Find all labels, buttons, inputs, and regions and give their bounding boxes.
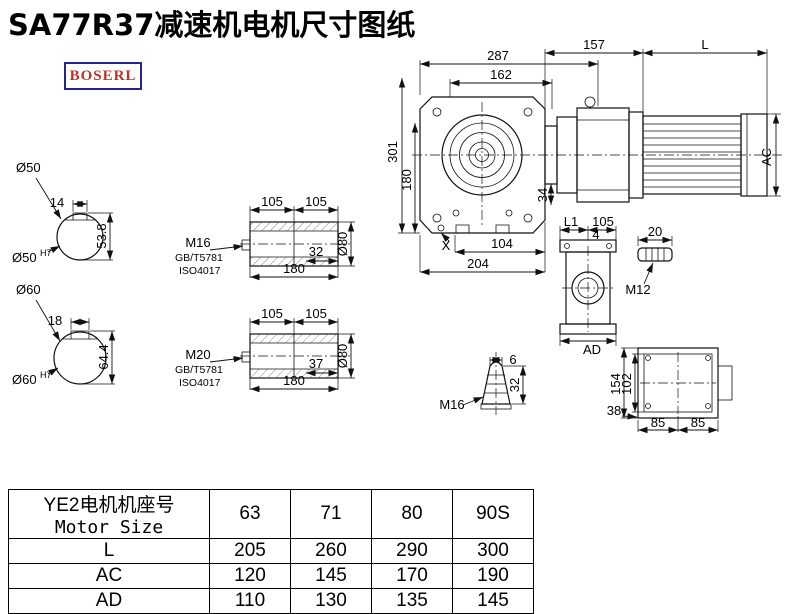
- dim-102: 102: [619, 373, 634, 395]
- cell-AD-90s: 145: [452, 588, 534, 614]
- dim-105-d: 105: [305, 306, 327, 321]
- table-row-AD: AD 110 130 135 145: [8, 588, 534, 614]
- cell-AC-80: 170: [371, 563, 453, 589]
- dim-105-b: 105: [305, 194, 327, 209]
- dim-L: L: [701, 37, 708, 52]
- row-label-AD: AD: [8, 588, 210, 614]
- motor-fins: [643, 123, 741, 188]
- cell-AD-63: 110: [209, 588, 291, 614]
- dim-180-b: 180: [283, 373, 305, 388]
- table-col-63: 63: [209, 489, 291, 539]
- dim-85-a: 85: [651, 415, 665, 430]
- gearbox-side-view: L1 105 4 AD: [559, 214, 617, 357]
- dim-157: 157: [583, 37, 605, 52]
- label-bore-50: Ø50: [12, 250, 37, 265]
- shaft-end-view-60: 18 64.4 Ø60 Ø60 H7: [12, 282, 116, 387]
- dim-32: 32: [309, 244, 323, 259]
- dim-4: 4: [592, 227, 599, 242]
- dim-38: 38: [607, 403, 621, 418]
- cell-AC-63: 120: [209, 563, 291, 589]
- dim-53-8: 53.8: [94, 223, 109, 248]
- dim-6: 6: [509, 352, 516, 367]
- dim-204: 204: [467, 256, 489, 271]
- table-header-motor-size: YE2电机机座号 Motor Size: [8, 489, 210, 539]
- dim-287: 287: [487, 48, 509, 63]
- table-header-cn: YE2电机机座号: [43, 495, 175, 516]
- label-std-iso-2: ISO4017: [179, 377, 221, 389]
- technical-drawing: 287 162 157 L 301 180 AC 34 X 104 204: [12, 37, 782, 434]
- dim-301: 301: [385, 141, 400, 163]
- row-label-L: L: [8, 538, 210, 564]
- gearbox-front-view: [412, 96, 782, 234]
- dim-64-4: 64.4: [96, 344, 111, 369]
- table-col-80: 80: [371, 489, 453, 539]
- label-bore-60-tol: H7: [40, 370, 52, 380]
- motor-size-table: YE2电机机座号 Motor Size 63 71 80 90S L 205 2…: [8, 489, 534, 614]
- label-thread-m12: M12: [625, 282, 650, 297]
- dim-34: 34: [535, 188, 550, 202]
- dim-180-a: 180: [283, 261, 305, 276]
- cell-L-90s: 300: [452, 538, 534, 564]
- label-bore-60: Ø60: [12, 372, 37, 387]
- dim-20: 20: [648, 224, 662, 239]
- dim-key-18: 18: [48, 313, 62, 328]
- table-header-en: Motor Size: [54, 517, 164, 538]
- cell-L-80: 290: [371, 538, 453, 564]
- plug-view: 6 32 M16: [439, 352, 527, 415]
- cell-AD-80: 135: [371, 588, 453, 614]
- dim-104: 104: [491, 236, 513, 251]
- cell-AD-71: 130: [290, 588, 372, 614]
- cell-L-63: 205: [209, 538, 291, 564]
- label-thread-m16-plug: M16: [439, 397, 464, 412]
- table-col-90s: 90S: [452, 489, 534, 539]
- dim-162: 162: [490, 67, 512, 82]
- boserl-logo: BOSERL: [64, 62, 142, 90]
- label-std-gb-2: GB/T5781: [175, 364, 223, 376]
- table-header-row: YE2电机机座号 Motor Size 63 71 80 90S: [8, 489, 534, 539]
- dim-dia-80-b: Ø80: [335, 344, 350, 369]
- cell-L-71: 260: [290, 538, 372, 564]
- dim-AC: AC: [759, 148, 774, 166]
- dim-key-14: 14: [50, 195, 64, 210]
- label-dia-60: Ø60: [16, 282, 41, 297]
- dim-32-plug: 32: [507, 378, 522, 392]
- dim-L1: L1: [564, 214, 578, 229]
- shaft-end-view-50: 14 53.8 Ø50 Ø50 H7: [12, 160, 114, 265]
- dim-105-side: 105: [592, 214, 614, 229]
- main-view-dimensions: 287 162 157 L 301 180 AC 34 X 104 204: [385, 37, 781, 276]
- motor-body: [628, 111, 768, 199]
- label-std-gb: GB/T5781: [175, 252, 223, 264]
- dim-AD: AD: [583, 342, 601, 357]
- dim-37: 37: [309, 356, 323, 371]
- hollow-shaft-view-2: 105 105 M20 GB/T5781 ISO4017 37 180 Ø80: [175, 306, 355, 393]
- dim-85-b: 85: [691, 415, 705, 430]
- rear-flange-view: 154 102 38 85 85: [607, 347, 733, 434]
- dim-dia-80-a: Ø80: [335, 232, 350, 257]
- dim-105-c: 105: [261, 306, 283, 321]
- label-dia-50: Ø50: [16, 160, 41, 175]
- row-label-AC: AC: [8, 563, 210, 589]
- table-col-71: 71: [290, 489, 372, 539]
- label-std-iso: ISO4017: [179, 265, 221, 277]
- label-thread-m20: M20: [185, 347, 210, 362]
- cell-AC-71: 145: [290, 563, 372, 589]
- hollow-shaft-view-1: 105 105 M16 GB/T5781 ISO4017 32 180 Ø80: [175, 194, 355, 281]
- page-title: SA77R37减速机电机尺寸图纸: [8, 8, 416, 42]
- dim-154: 154: [608, 373, 623, 395]
- label-bore-50-tol: H7: [40, 248, 52, 258]
- dim-105-a: 105: [261, 194, 283, 209]
- label-X: X: [442, 238, 451, 253]
- table-row-L: L 205 260 290 300: [8, 538, 534, 564]
- table-row-AC: AC 120 145 170 190: [8, 563, 534, 589]
- label-thread-m16: M16: [185, 235, 210, 250]
- motor-adapter: [544, 96, 630, 203]
- dim-180: 180: [399, 169, 414, 191]
- stud-view: 20 M12: [625, 224, 673, 297]
- cell-AC-90s: 190: [452, 563, 534, 589]
